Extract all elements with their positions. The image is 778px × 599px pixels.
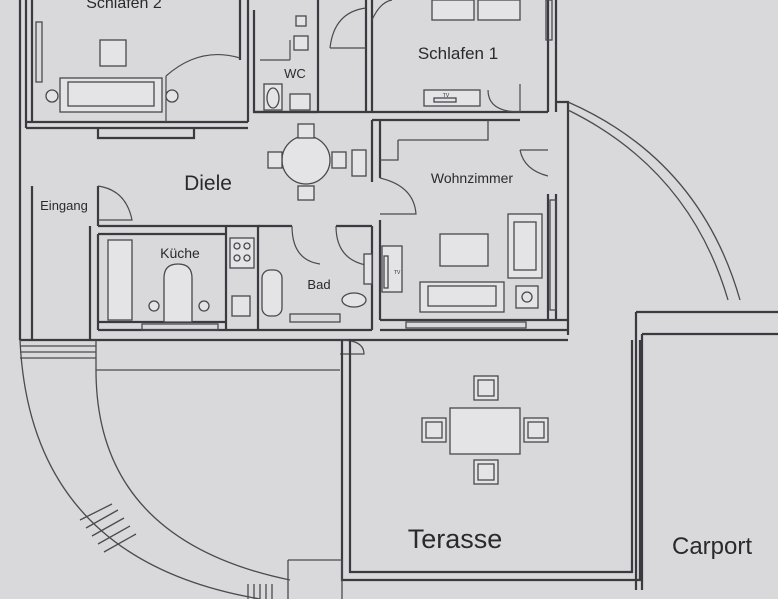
- label-bad: Bad: [307, 277, 330, 292]
- terasse-chair-top-seat: [477, 379, 495, 397]
- kueche-stove: [229, 237, 255, 269]
- schlafen2-window: [35, 21, 43, 83]
- wohnzimmer-lamp: [521, 291, 533, 303]
- label-carport: Carport: [672, 533, 752, 560]
- kueche-stool-left: [148, 300, 160, 312]
- schlafen1-tv: [433, 97, 457, 103]
- carport-outline: [634, 310, 778, 590]
- door-wc: [260, 40, 291, 61]
- entry-steps: [20, 345, 96, 359]
- door-wc-corridor: [329, 7, 367, 49]
- terasse-chair-bottom-seat: [477, 463, 495, 481]
- garden-path-box: [287, 559, 343, 599]
- furniture: TV TV: [35, 0, 557, 331]
- dining-chair-top: [297, 123, 315, 139]
- door-wohnzimmer-right: [519, 149, 549, 177]
- door-schlafen2: [165, 53, 241, 122]
- garden-steps-bottom: [247, 584, 273, 599]
- terasse-chair-right-seat: [527, 421, 545, 439]
- wohnzimmer-tv-label: TV: [394, 270, 401, 276]
- wc-cabinet: [289, 93, 311, 111]
- kueche-counter: [107, 239, 133, 321]
- terasse-outline: [340, 340, 642, 582]
- schlafen1-bed-left: [431, 0, 475, 21]
- door-eingang: [97, 185, 133, 221]
- bad-bathtub: [261, 269, 283, 317]
- label-wc: WC: [284, 66, 306, 81]
- kueche-table: [163, 263, 193, 323]
- wc-toilet: [266, 87, 280, 109]
- wohnzimmer-armchair-seat: [513, 221, 537, 271]
- dining-table: [281, 135, 331, 185]
- label-schlafen2: Schlafen 2: [86, 0, 162, 12]
- label-terasse: Terasse: [408, 524, 503, 554]
- label-wohnzimmer: Wohnzimmer: [431, 170, 514, 186]
- door-schlafen1: [487, 84, 521, 113]
- wc-sink: [293, 35, 309, 51]
- label-diele: Diele: [184, 172, 232, 195]
- diele-side-cabinet: [351, 149, 367, 177]
- label-kueche: Küche: [160, 245, 200, 261]
- room-labels: Schlafen 2 WC Schlafen 1 Diele Eingang W…: [40, 0, 752, 560]
- bad-window: [289, 313, 341, 323]
- terasse-table: [449, 407, 521, 455]
- dining-chair-left: [267, 151, 283, 169]
- stove-burner-3: [233, 254, 241, 262]
- garden-arc-left: [19, 339, 261, 599]
- garden-arc-right: [567, 101, 741, 301]
- wohnzimmer-step: [380, 140, 399, 161]
- door-wohnzimmer: [379, 177, 417, 215]
- schlafen1-window: [545, 0, 553, 41]
- dining-chair-bottom: [297, 185, 315, 201]
- stove-burner-4: [243, 254, 251, 262]
- wohnzimmer-coffee-table: [439, 233, 489, 267]
- bad-shelf: [363, 253, 373, 285]
- terasse-chair-left-seat: [425, 421, 443, 439]
- kueche-sink: [231, 295, 251, 317]
- wc-sink-small: [295, 15, 307, 27]
- garden-steps-left: [79, 503, 137, 553]
- outdoor: [19, 101, 778, 599]
- terasse-outline-inner: [348, 340, 634, 574]
- doors: [97, 0, 549, 355]
- dining-chair-right: [331, 151, 347, 169]
- stove-burner-1: [233, 242, 241, 250]
- wohnzimmer-window: [549, 199, 557, 311]
- garden-arc-right-inner: [567, 109, 729, 301]
- wohnzimmer-tv: [383, 255, 389, 289]
- door-schlafen1-top: [371, 0, 393, 21]
- door-terasse: [339, 339, 365, 355]
- label-eingang: Eingang: [40, 198, 88, 213]
- wohnzimmer-niche: [398, 120, 489, 141]
- schlafen2-nightstand: [99, 39, 127, 67]
- garden-arc-left-inner: [95, 369, 291, 581]
- schlafen1-tv-label: TV: [443, 93, 450, 99]
- label-schlafen1: Schlafen 1: [418, 44, 498, 63]
- kueche-window: [141, 323, 219, 331]
- bad-sink: [341, 292, 367, 308]
- stove-burner-2: [243, 242, 251, 250]
- wohnzimmer-sofa-seat: [427, 285, 497, 307]
- wohnzimmer-window-bottom: [405, 321, 527, 329]
- schlafen1-bed-right: [477, 0, 521, 21]
- schlafen2-lamp-right: [165, 89, 179, 103]
- kueche-stool-right: [198, 300, 210, 312]
- schlafen2-lamp-left: [45, 89, 59, 103]
- diele-cabinet: [96, 128, 196, 140]
- schlafen2-bed-inner: [67, 81, 155, 107]
